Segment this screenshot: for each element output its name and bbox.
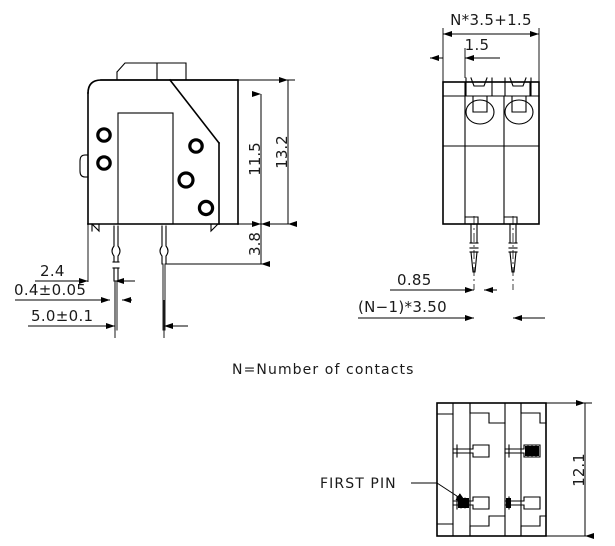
dim-text-height-total: 13.2 bbox=[273, 135, 291, 168]
dim-text-pin-offset: 0.85 bbox=[397, 271, 432, 289]
bottom-view-contact-first-pin bbox=[452, 496, 490, 510]
first-pin-callout: FIRST PIN bbox=[320, 476, 467, 503]
side-view-horizontal-dimensions: 2.4 0.4±0.05 5.0±0.1 bbox=[14, 224, 188, 338]
front-view-cavity-2 bbox=[504, 77, 534, 125]
front-elevation-view bbox=[442, 77, 540, 290]
bottom-view-contact-upper-right bbox=[504, 444, 541, 458]
front-view-cavity-1 bbox=[465, 77, 495, 125]
side-view-inner-window bbox=[117, 112, 174, 225]
dim-text-edge-offset: 2.4 bbox=[40, 262, 65, 280]
bottom-view-contact-lower-right bbox=[504, 496, 541, 510]
first-pin-label: FIRST PIN bbox=[320, 476, 397, 492]
side-view-pin-right bbox=[159, 225, 169, 331]
dim-text-pin-pitch-row: 5.0±0.1 bbox=[31, 307, 93, 325]
bottom-view-depth-dimension: 12.1 bbox=[546, 400, 594, 539]
bottom-view-tab-top-2 bbox=[520, 402, 547, 424]
side-view-pin-left bbox=[111, 225, 121, 331]
side-view-vertical-dimensions: 13.2 11.5 3.8 bbox=[166, 77, 297, 267]
side-elevation-view bbox=[79, 62, 239, 331]
front-view-top-dimensions: N*3.5+1.5 1.5 bbox=[430, 11, 540, 82]
front-view-pin-2 bbox=[508, 216, 518, 290]
bottom-view-tab-top-1 bbox=[469, 402, 506, 424]
front-view-notch-1 bbox=[464, 216, 479, 225]
bottom-view-contact-upper-left bbox=[452, 444, 490, 458]
side-view-holes bbox=[96, 127, 215, 217]
side-view-lever-tab bbox=[116, 62, 187, 81]
note-number-of-contacts: N=Number of contacts bbox=[232, 362, 415, 378]
bottom-view-tab-bot-1 bbox=[469, 515, 506, 537]
bottom-view-outline bbox=[436, 402, 547, 537]
front-view-body-outline bbox=[442, 81, 540, 225]
bottom-view-tab-bot-2 bbox=[520, 515, 547, 537]
side-view-body-outline bbox=[79, 78, 239, 225]
side-view-bottom-chamfers bbox=[91, 223, 219, 233]
front-view-notch-2 bbox=[503, 216, 518, 225]
dim-text-height-body: 11.5 bbox=[246, 142, 264, 175]
dim-text-pin-thickness: 0.4±0.05 bbox=[14, 281, 86, 299]
front-view-pin-1 bbox=[469, 216, 479, 290]
bottom-plan-view bbox=[436, 402, 547, 537]
dim-text-depth: 12.1 bbox=[570, 453, 588, 486]
dim-text-edge-to-first: 1.5 bbox=[465, 36, 490, 54]
first-pin-leader-line bbox=[436, 482, 467, 503]
dim-text-pin-length: 3.8 bbox=[246, 232, 264, 256]
dim-text-pin-span: (N−1)*3.50 bbox=[358, 298, 447, 316]
front-view-bottom-dimensions: 0.85 (N−1)*3.50 bbox=[358, 271, 545, 321]
dim-text-width-total: N*3.5+1.5 bbox=[450, 11, 532, 29]
